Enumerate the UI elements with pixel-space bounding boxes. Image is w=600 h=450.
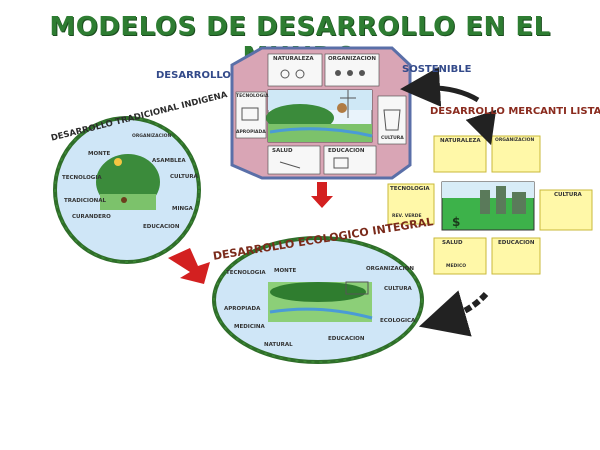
desarrollo-label: DESARROLLO	[156, 70, 231, 81]
indigena-curandero-label: CURANDERO	[72, 214, 111, 220]
sostenible-tile-salud	[267, 145, 321, 175]
mercantilista-tecnologia-label: TECNOLOGIA	[390, 186, 430, 192]
arrow-indigena-to-ecologico	[168, 248, 210, 284]
sostenible-cultura-label: CULTURA	[381, 136, 404, 141]
indigena-circle	[53, 116, 201, 264]
arrow-mercantilista-to-ecologico	[418, 290, 489, 337]
indigena-asamblea-label: ASAMBLEA	[152, 158, 186, 164]
ecologico-educacion-label: EDUCACION	[328, 336, 365, 342]
ecologico-organizacion-label: ORGANIZACION	[366, 266, 414, 272]
indigena-educacion-label: EDUCACION	[143, 224, 180, 230]
indigena-tecnologia-label: TECNOLOGIA	[62, 175, 102, 181]
sostenible-educacion-label: EDUCACION	[328, 148, 365, 154]
sostenible-tile-organizacion	[324, 53, 380, 87]
ecologico-monte-label: MONTE	[274, 268, 297, 274]
ecologico-medicina-label: MEDICINA	[234, 324, 265, 330]
mercantilista-organizacion-label: ORGANIZACION	[495, 138, 535, 143]
ecologico-natural-label: NATURAL	[264, 342, 293, 348]
ecologico-apropiada-label: APROPIADA	[224, 306, 261, 312]
indigena-tradicional-label: TRADICIONAL	[64, 198, 106, 204]
mercantilista-educacion-label: EDUCACION	[498, 240, 535, 246]
mercantilista-medico-label: MEDICO	[446, 264, 467, 269]
sostenible-organizacion-label: ORGANIZACION	[328, 56, 376, 62]
ecologico-ecologica-label: ECOLOGICA	[380, 318, 416, 324]
arrow-sostenible-to-ecologico	[311, 182, 333, 208]
sostenible-tile-naturaleza	[267, 53, 323, 87]
sostenible-apropiada-label: APROPIADA	[236, 130, 266, 135]
sostenible-center-scene	[266, 89, 373, 143]
mercantilista-tiles	[387, 135, 593, 275]
indigena-minga-label: MINGA	[172, 206, 193, 212]
indigena-monte-label: MONTE	[88, 151, 111, 157]
indigena-cultura-label: CULTURA	[170, 174, 198, 180]
indigena-organizacion-label: ORGANIZACION	[132, 134, 172, 139]
sostenible-label: SOSTENIBLE	[402, 64, 472, 75]
sostenible-tecnologia-label: TECNOLOGIA	[236, 94, 269, 99]
sostenible-salud-label: SALUD	[272, 148, 293, 154]
sostenible-tile-educacion	[323, 145, 377, 175]
dollar-icon: $	[452, 215, 460, 229]
ecologico-tecnologia-label: TECNOLOGIA	[226, 270, 266, 276]
sostenible-tile-tecnologia	[235, 91, 267, 139]
sostenible-naturaleza-label: NATURALEZA	[273, 56, 314, 62]
arrow-mercantilista-to-sostenible	[400, 66, 480, 107]
mercantilista-salud-label: SALUD	[442, 240, 463, 246]
arrow-mercantilista-down	[465, 109, 497, 146]
ecologico-cultura-label: CULTURA	[384, 286, 412, 292]
mercantilista-rev-verde-label: REV. VERDE	[392, 214, 422, 219]
mercantilista-naturaleza-label: NATURALEZA	[440, 138, 481, 144]
ecologico-oval	[212, 236, 424, 364]
mercantilista-label: DESARROLLO MERCANTI LISTA	[430, 106, 600, 117]
mercantilista-cultura-label: CULTURA	[554, 192, 582, 198]
